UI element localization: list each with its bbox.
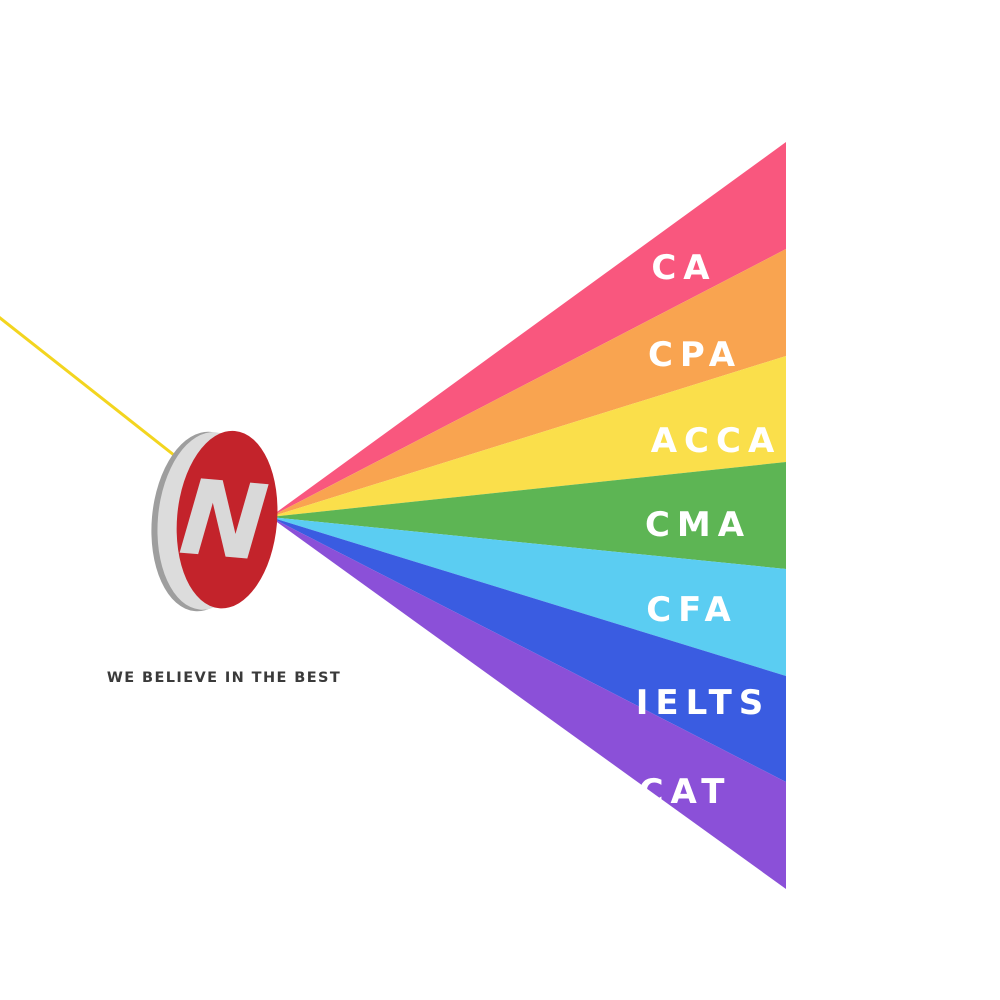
spectrum-band-label-cat: CAT [639,772,732,812]
logo-letter: N [175,456,272,585]
spectrum-band-1 [270,142,786,517]
tagline-text: WE BELIEVE IN THE BEST [107,670,341,686]
spectrum-band-label-cfa: CFA [646,590,738,630]
spectrum-band-label-ca: CA [651,248,716,288]
spectrum-band-3 [270,356,786,517]
light-ray-line [0,316,199,476]
spectrum-band-label-cma: CMA [645,505,751,545]
spectrum-band-4 [270,462,786,569]
spectrum-band-label-acca: ACCA [651,421,782,461]
logo-disc-face [176,430,278,609]
spectrum-band-2 [270,249,786,517]
spectrum-fan: CA CPA ACCA CMA CFA IELTS CAT [270,142,786,889]
logo-disc: N [151,430,278,612]
spectrum-band-label-ielts: IELTS [636,683,771,723]
spectrum-band-7 [270,517,786,889]
spectrum-band-label-cpa: CPA [648,335,742,375]
